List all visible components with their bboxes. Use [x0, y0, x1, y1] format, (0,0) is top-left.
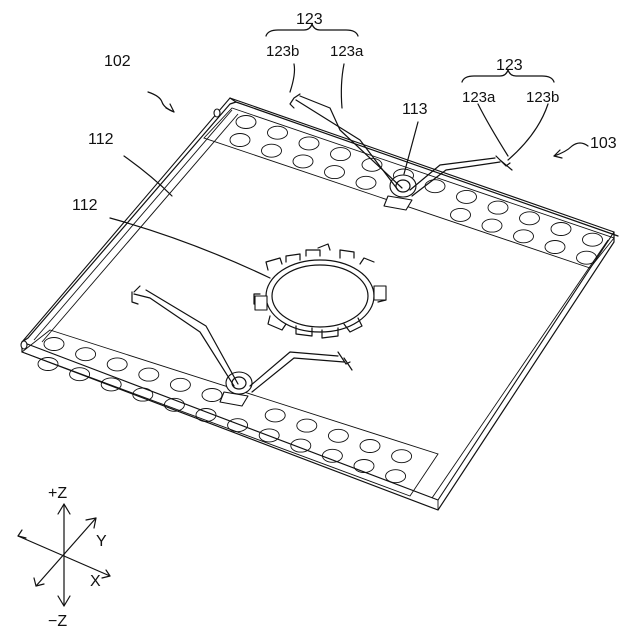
label-103: 103 [590, 135, 617, 152]
label-123a-left: 123a [330, 43, 364, 60]
label-102: 102 [104, 53, 131, 70]
axis-label-neg-z: −Z [48, 613, 67, 630]
label-112-lower: 112 [72, 197, 98, 214]
light-panel-body [21, 98, 618, 510]
axis-label-pos-z: +Z [48, 485, 67, 502]
label-123a-right: 123a [462, 89, 496, 106]
label-123-right-group: 123 [496, 57, 523, 74]
axis-label-x: X [90, 573, 101, 590]
label-123-left-group: 123 [296, 11, 323, 28]
label-113: 113 [402, 101, 428, 118]
label-112-upper: 112 [88, 131, 114, 148]
axis-label-y: Y [96, 533, 107, 550]
axis-indicator [18, 504, 110, 606]
label-123b-right: 123b [526, 89, 559, 106]
led-dot [101, 378, 121, 391]
label-123b-left: 123b [266, 43, 299, 60]
